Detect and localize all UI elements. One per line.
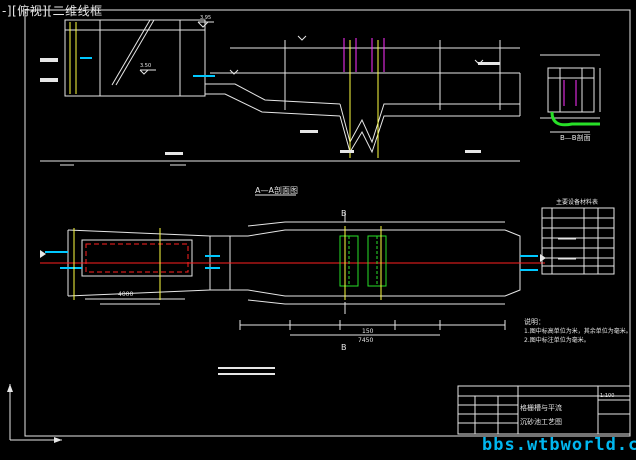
dim-sub: 150 (362, 328, 374, 335)
note-1: 1.图中标高单位为米，其余单位为毫米。 (524, 327, 632, 335)
bb-section (540, 54, 601, 133)
elev-label-1: 3.95 (200, 15, 211, 21)
bb-pipes (563, 80, 577, 106)
section-title-bb: B—B剖面 (560, 133, 591, 142)
grit-chambers (339, 226, 387, 300)
section-mark-top: B (341, 209, 347, 218)
material-table (541, 207, 615, 275)
elevation-section (40, 19, 521, 166)
view-label-separator: ][ (42, 4, 53, 18)
plan-yellow (73, 228, 161, 300)
plan-view (67, 212, 521, 336)
viewport-label: -][俯视][二维线框 (2, 2, 103, 19)
notes-title: 说明： (524, 317, 545, 326)
elevation-cyan (80, 57, 215, 77)
dim-total: 7450 (358, 337, 373, 344)
elevation-pipes (343, 38, 385, 72)
section-mark-bottom: B (341, 343, 347, 352)
view-direction-menu[interactable]: 俯视 (17, 4, 43, 18)
viewport-control-menu[interactable]: -][ (2, 4, 18, 18)
note-2: 2.图中标注单位为毫米。 (524, 336, 590, 344)
ucs-icon (7, 384, 62, 443)
elev-label-2: 3.50 (140, 63, 151, 69)
material-table-title: 主要设备材料表 (556, 198, 598, 206)
watermark-text: bbs.wtbworld.com (482, 435, 636, 455)
title-block-name-1: 格栅槽与平流 (520, 403, 562, 412)
plan-cyan (45, 251, 538, 271)
dim-left: 4000 (118, 291, 133, 298)
title-block-scale: 1:100 (600, 393, 614, 399)
section-title-aa: A—A剖面图 (255, 185, 298, 195)
title-block (457, 385, 631, 435)
drawing-frame (24, 9, 631, 437)
bb-green-pipe (550, 111, 600, 127)
title-block-name-2: 沉砂池工艺图 (520, 417, 562, 426)
elevation-yellow (69, 22, 379, 158)
visual-style-menu[interactable]: 二维线框 (52, 4, 103, 18)
